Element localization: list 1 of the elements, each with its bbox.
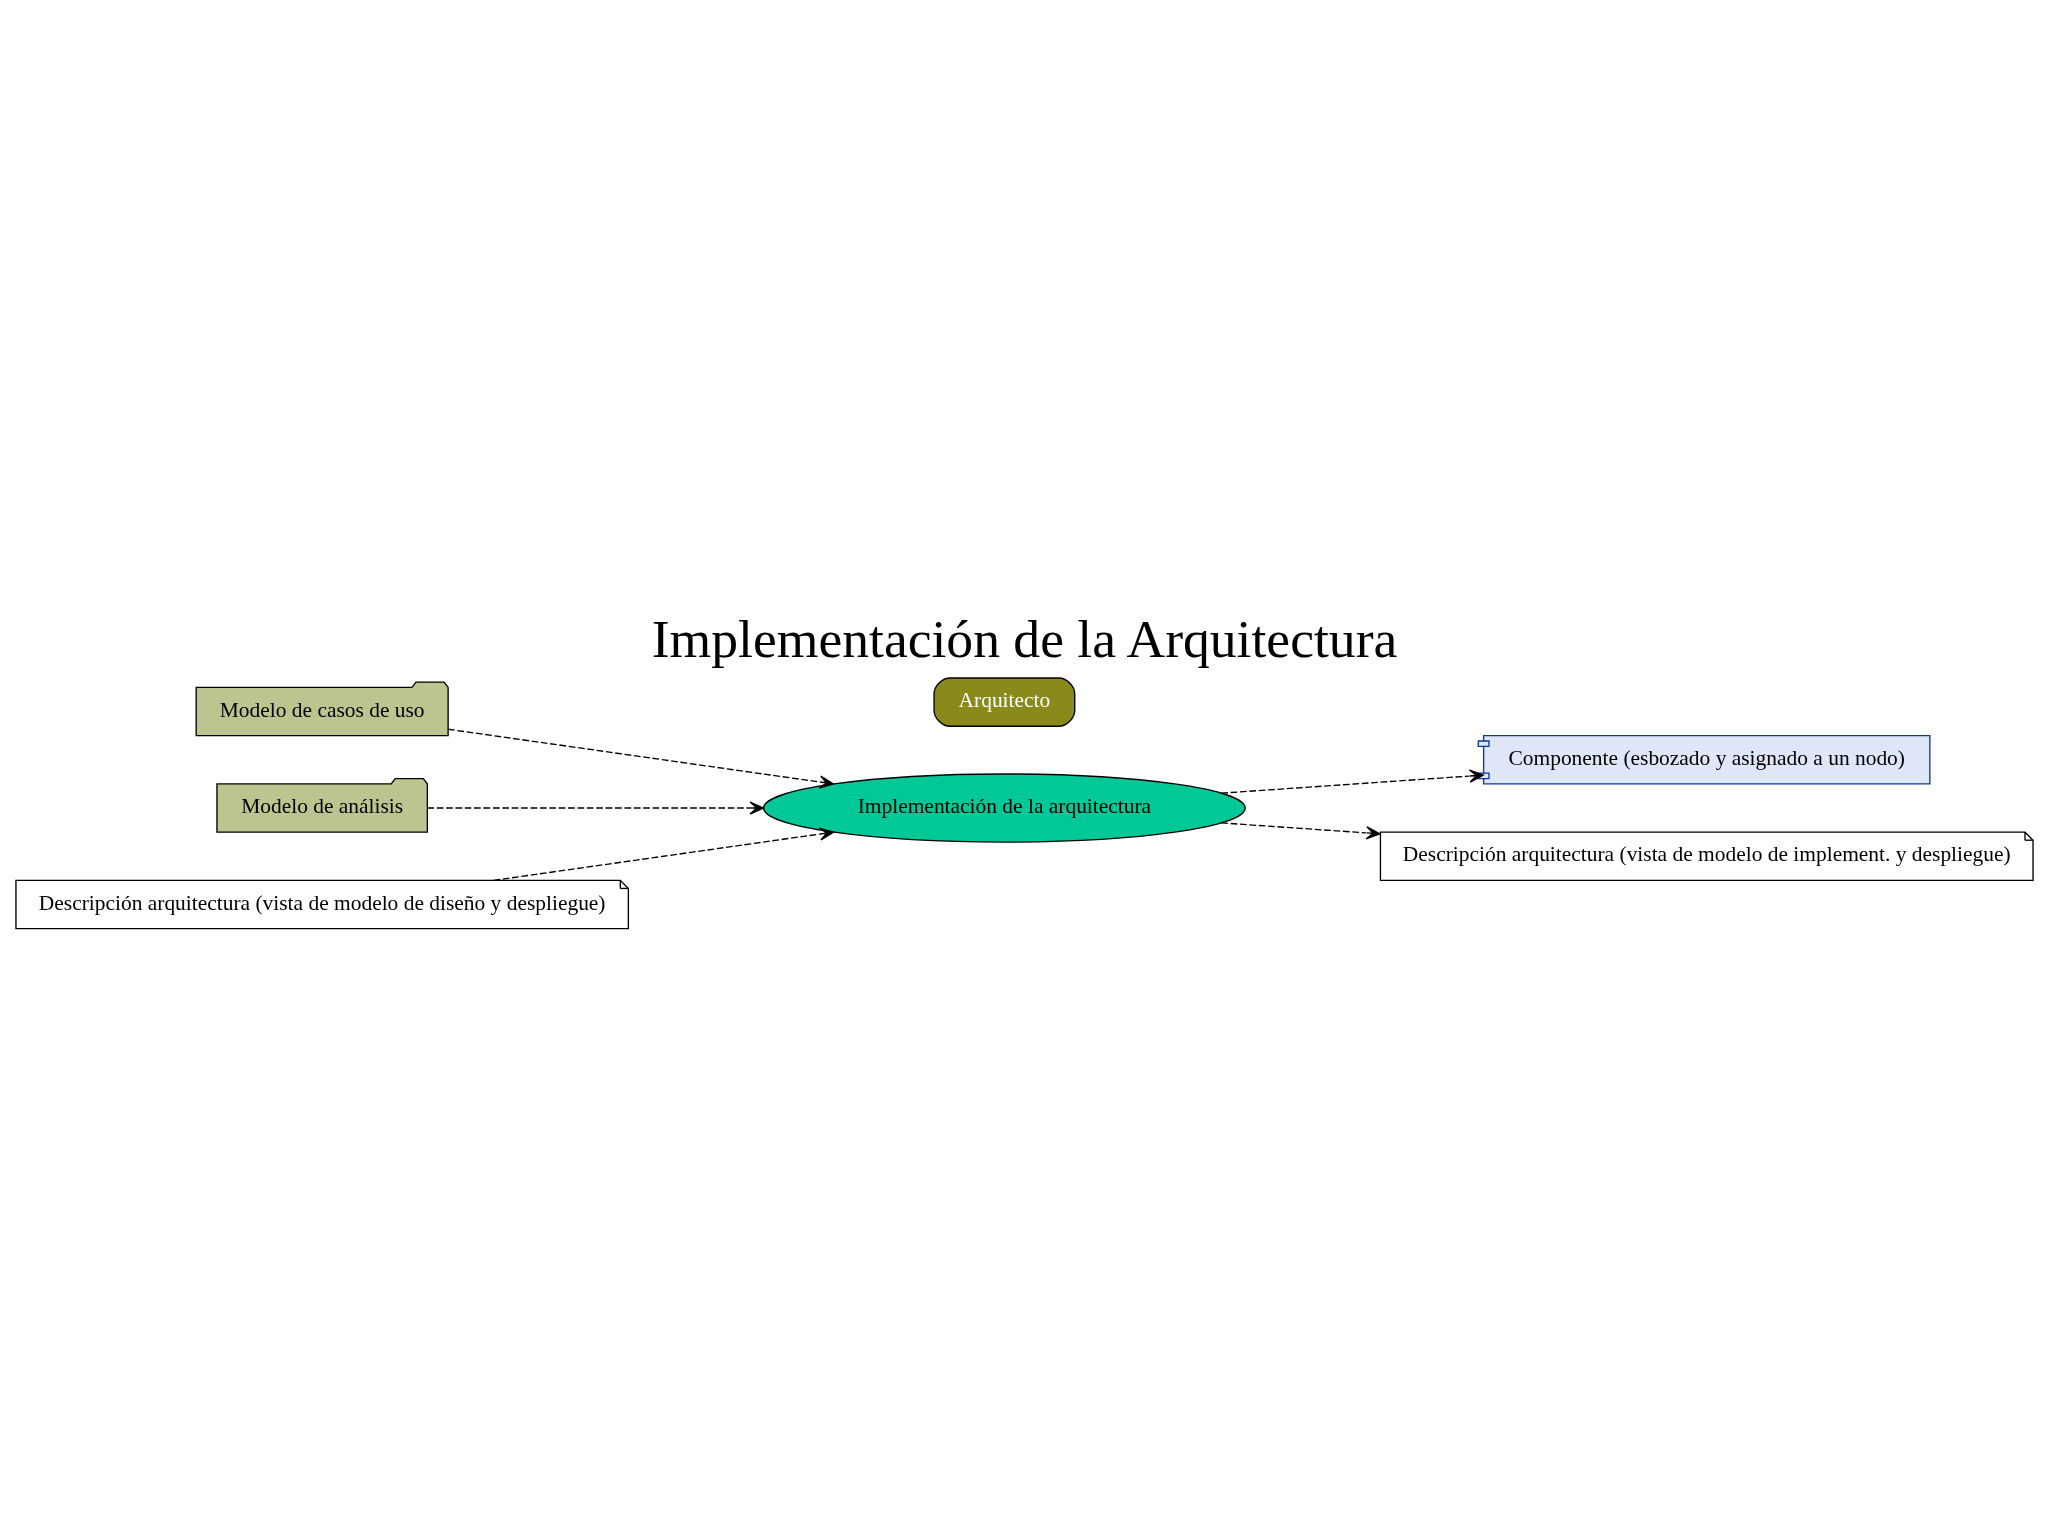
diagram-title: Implementación de la Arquitectura [651, 608, 1397, 669]
